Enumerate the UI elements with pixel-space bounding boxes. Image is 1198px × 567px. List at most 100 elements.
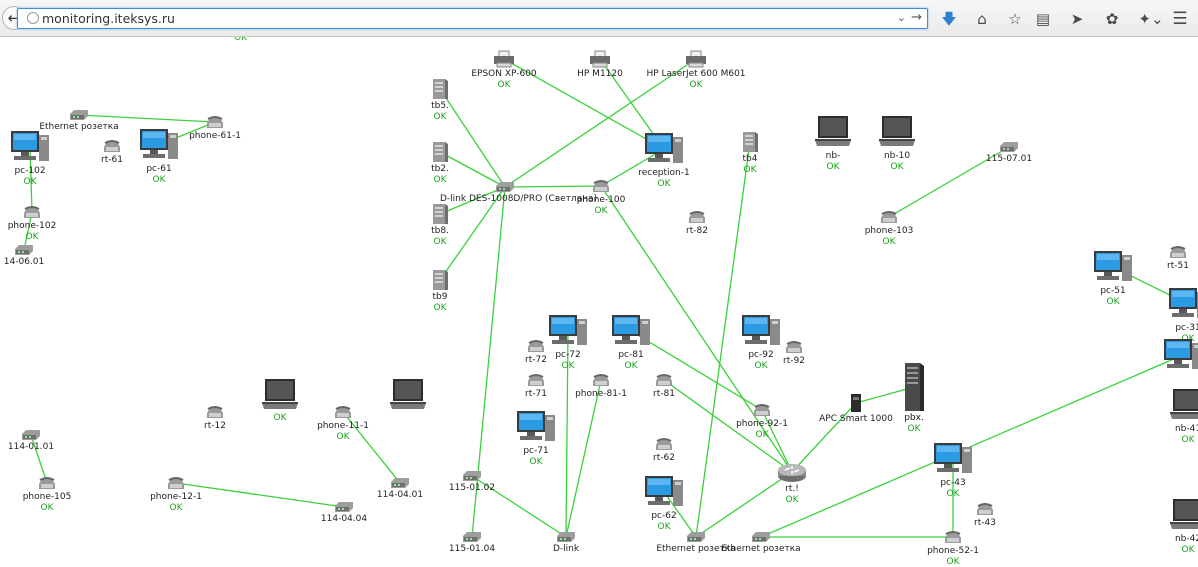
node-phone811[interactable]: phone-81-1 bbox=[536, 373, 666, 400]
switch-icon bbox=[14, 109, 144, 121]
node-label: phone-11-1 bbox=[317, 420, 369, 431]
node-status: OK bbox=[433, 112, 447, 122]
phone-icon bbox=[729, 340, 859, 355]
site-identity-icon[interactable] bbox=[27, 12, 39, 24]
node-hp1120[interactable]: HP M1120 bbox=[535, 50, 665, 80]
server-icon bbox=[375, 141, 505, 163]
extension-dropdown-icon[interactable]: ✦⌄ bbox=[1138, 10, 1164, 28]
node-eth2[interactable]: Ethernet розетка bbox=[631, 531, 761, 555]
node-status: OK bbox=[25, 231, 39, 242]
node-rt72[interactable]: rt-72 bbox=[471, 339, 601, 366]
node-r11404a[interactable]: 114-04.01 bbox=[335, 477, 465, 501]
node-nb41[interactable]: nb-41OK bbox=[1123, 387, 1198, 446]
link-apc-pbx bbox=[855, 386, 915, 404]
switch-icon bbox=[631, 531, 761, 543]
menu-icon[interactable]: ☰ bbox=[1172, 9, 1188, 29]
node-r11404b[interactable]: 114-04.04 bbox=[279, 501, 409, 525]
link-pc81-phone921 bbox=[630, 330, 763, 411]
node-rt71[interactable]: rt-71 bbox=[471, 373, 601, 400]
node-label: pc-61 bbox=[146, 164, 172, 174]
node-pc_edge[interactable] bbox=[1118, 337, 1198, 373]
server-icon bbox=[375, 203, 505, 225]
node-lap1[interactable]: OK bbox=[215, 377, 345, 424]
node-rt82[interactable]: rt-82 bbox=[632, 210, 762, 237]
download-icon[interactable]: 🡇 bbox=[941, 10, 957, 28]
link-phone121-r11404b bbox=[175, 482, 345, 508]
phone-icon bbox=[697, 403, 827, 418]
node-eth3[interactable]: Ethernet розетка bbox=[696, 531, 826, 555]
phone-icon bbox=[471, 339, 601, 354]
node-rt81[interactable]: rt-81 bbox=[599, 373, 729, 400]
node-rt12[interactable]: rt-12 bbox=[150, 405, 280, 432]
node-status: OK bbox=[689, 80, 703, 90]
node-nb_unknown[interactable]: nb-OK bbox=[768, 114, 898, 173]
node-rt62[interactable]: rt-62 bbox=[599, 437, 729, 464]
node-phone611[interactable]: phone-61-1 bbox=[150, 115, 280, 142]
node-r11501[interactable]: 115-01.02 bbox=[407, 470, 537, 494]
url-history-dropdown-icon[interactable]: ⌄ bbox=[896, 11, 906, 24]
url-text[interactable]: monitoring.iteksys.ru bbox=[42, 11, 175, 26]
node-status: OK bbox=[657, 179, 671, 189]
link-router-eth2 bbox=[695, 471, 793, 538]
phone-icon bbox=[536, 179, 666, 194]
node-label: pc-43 bbox=[940, 478, 966, 488]
node-lap2[interactable] bbox=[343, 377, 473, 413]
node-dlink2[interactable]: D-link bbox=[501, 531, 631, 555]
node-status: OK bbox=[882, 236, 896, 247]
pc-icon bbox=[503, 313, 633, 349]
node-apc[interactable]: APC Smart 1000 bbox=[791, 393, 921, 425]
node-r11507[interactable]: 115-07.01 bbox=[944, 141, 1074, 165]
node-r11504[interactable]: 115-01.04 bbox=[407, 531, 537, 555]
bookmark-star-icon[interactable]: ☆ bbox=[1008, 10, 1022, 28]
node-tb5[interactable]: tb5.OK bbox=[375, 78, 505, 123]
node-rt43[interactable]: rt-43 bbox=[920, 502, 1050, 529]
address-bar[interactable]: monitoring.iteksys.ru ⌄ → bbox=[17, 8, 928, 29]
node-r11401[interactable]: 114-01.01 bbox=[0, 429, 96, 453]
phone-icon bbox=[471, 373, 601, 388]
node-pbx[interactable]: pbx.OK bbox=[849, 362, 979, 435]
home-icon[interactable]: ⌂ bbox=[977, 10, 987, 28]
node-nb42[interactable]: nb-42OK bbox=[1123, 497, 1198, 556]
go-icon[interactable]: → bbox=[911, 10, 922, 25]
node-rt61[interactable]: rt-61 bbox=[47, 139, 177, 166]
extension-icon[interactable]: ✿ bbox=[1105, 10, 1119, 28]
node-label: pc-71 bbox=[523, 446, 549, 456]
node-eth1[interactable]: Ethernet розетка bbox=[14, 109, 144, 133]
node-label: rt-81 bbox=[653, 388, 675, 399]
node-router[interactable]: rt.!OK bbox=[727, 461, 857, 506]
send-icon[interactable]: ➤ bbox=[1070, 10, 1084, 28]
node-rt51[interactable]: rt-51 bbox=[1113, 245, 1198, 272]
reading-list-icon[interactable]: ▤ bbox=[1035, 10, 1051, 28]
node-r1406[interactable]: 14-06.01 bbox=[0, 244, 89, 268]
node-label: phone-103 bbox=[864, 225, 914, 236]
node-status: OK bbox=[1181, 435, 1195, 445]
node-rt92[interactable]: rt-92 bbox=[729, 340, 859, 367]
node-tb8[interactable]: tb8.OK bbox=[375, 203, 505, 248]
pc-icon bbox=[599, 474, 729, 510]
node-dlink1[interactable]: D-link DES-1008D/PRO (Светлана) bbox=[440, 181, 597, 205]
node-tb2[interactable]: tb2.OK bbox=[375, 141, 505, 186]
